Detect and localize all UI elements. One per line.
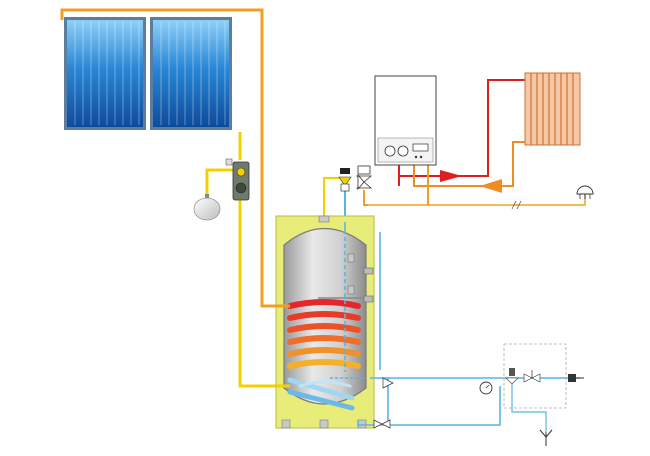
three-way-valve-icon: [355, 165, 373, 191]
boiler-icon: [374, 75, 437, 166]
solar-collector-icon: [64, 17, 146, 130]
boiler-return-arrow-icon: [480, 179, 502, 193]
solar-collector-icon: [150, 17, 232, 130]
shutoff-valve-icon: [523, 370, 541, 383]
room-thermostat-icon: [576, 185, 594, 199]
safety-valve-icon: [505, 368, 519, 385]
pump-station-icon: [225, 158, 250, 201]
safety-group: [503, 343, 567, 432]
mixing-valve-icon: [338, 168, 352, 192]
non-return-valve-icon: [382, 377, 394, 389]
inlet-fitting-icon: [568, 374, 584, 382]
domestic-water-pipes: [330, 222, 580, 426]
cylinder-tank-icon: [275, 215, 375, 429]
coil-connections: [276, 304, 290, 388]
expansion-vessel-icon: [193, 194, 221, 221]
solar-return-pipe: [205, 132, 290, 388]
drain-valve-icon: [373, 419, 391, 429]
solar-collectors: [64, 17, 232, 130]
gauge-icon: [479, 381, 493, 395]
boiler-flow-arrow-icon: [440, 170, 462, 182]
upper-heating-coil: [287, 299, 361, 369]
solar-flow-pipe: [60, 8, 290, 308]
drain-funnel-icon: [539, 429, 553, 446]
lower-solar-coil: [287, 377, 355, 411]
radiator-icon: [524, 72, 581, 146]
cable-break-icon: [511, 200, 522, 210]
